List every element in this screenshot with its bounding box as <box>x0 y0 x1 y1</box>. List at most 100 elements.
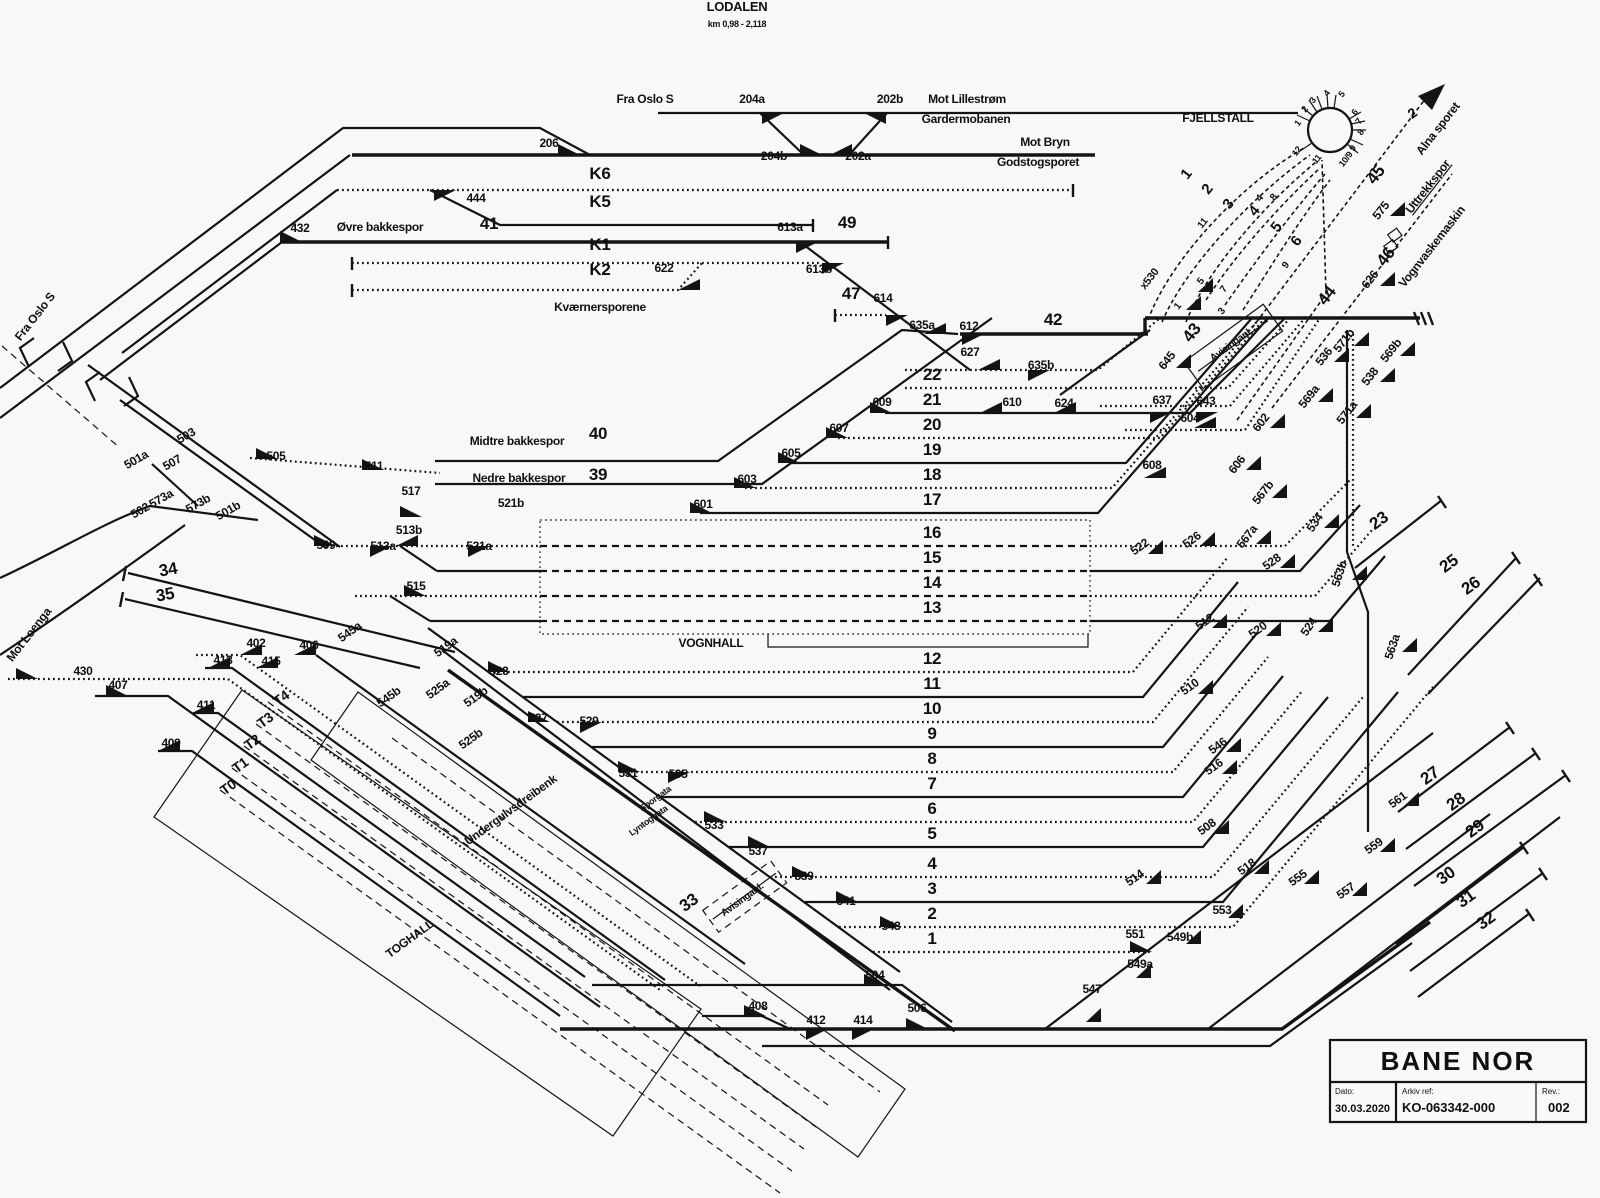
diagram-label: 408 <box>748 999 768 1013</box>
switch-wedge-icon <box>1380 368 1395 382</box>
diagram-label: 643 <box>1196 394 1216 408</box>
switch-wedge-icon <box>1324 514 1339 528</box>
diagram-label: FJELLSTALL <box>1182 111 1253 125</box>
diagram-label: 9 <box>927 724 936 743</box>
diagram-label: 603 <box>737 472 757 486</box>
diagram-label: 518 <box>1235 855 1259 878</box>
diagram-label: 18 <box>923 465 941 484</box>
switch-wedge-icon <box>404 585 426 596</box>
diagram-label: 543 <box>881 919 901 933</box>
switch-wedge-icon <box>1402 638 1417 652</box>
diagram-label: 1 <box>927 929 936 948</box>
diagram-label: 2 <box>1299 104 1310 114</box>
diagram-label: 415 <box>261 654 281 668</box>
diagram-label: 12 <box>923 649 941 668</box>
switch-wedge-icon <box>822 263 844 274</box>
switch-wedge-icon <box>256 448 278 459</box>
diagram-label: 525b <box>456 725 485 752</box>
diagram-label: 4 <box>1245 202 1264 220</box>
diagram-label: 17 <box>923 490 941 509</box>
mainline-tracks <box>0 111 1298 419</box>
diagram-label: 528 <box>1260 550 1284 573</box>
switch-wedge-icon <box>1400 342 1415 356</box>
switch-wedge-icon <box>488 661 510 672</box>
switch-wedge-icon <box>1266 622 1281 636</box>
diagram-label: 511 <box>365 459 384 473</box>
switch-wedge-icon <box>1380 272 1395 286</box>
switch-wedge-icon <box>106 685 128 696</box>
switch-wedge-icon <box>1130 941 1152 952</box>
diagram-label: 604 <box>1180 411 1200 425</box>
switch-wedge-icon <box>362 459 384 470</box>
switch-wedge-icon <box>208 657 230 668</box>
diagram-label: 432 <box>290 221 310 235</box>
switch-wedge-icon <box>978 359 1000 370</box>
switch-wedge-icon <box>734 477 756 488</box>
diagram-label: 7 <box>927 774 936 793</box>
diagram-label: 509 <box>316 538 336 552</box>
switch-wedge-icon <box>1148 540 1163 554</box>
diagram-label: 30 <box>1433 862 1459 888</box>
switch-wedge-icon <box>668 772 690 783</box>
ref-label: Arkiv ref: <box>1402 1087 1434 1096</box>
diagram-label: 602 <box>1249 410 1272 434</box>
switch-wedge-icon <box>800 144 822 155</box>
diagram-label: 10/9 <box>1337 149 1355 168</box>
switch-wedge-icon <box>192 702 214 713</box>
diagram-label: 535 <box>668 767 688 781</box>
track-end-tick <box>1505 721 1515 735</box>
switch-wedge-icon <box>468 546 490 557</box>
diagram-label: Fra Oslo S <box>616 92 673 106</box>
switch-wedge-icon <box>864 974 886 985</box>
switch-wedge-icon <box>806 1029 828 1040</box>
diagram-label: 32 <box>1473 907 1499 933</box>
switch-wedge-icon <box>1198 680 1213 694</box>
diagram-label: 624 <box>1054 396 1074 410</box>
diagram-label: 521a <box>466 539 492 553</box>
switch-wedge-icon <box>870 402 892 413</box>
diagram-label: 49 <box>838 213 856 232</box>
diagram-label: Alna sporet <box>1413 99 1463 157</box>
diagram-label: 607 <box>829 421 849 435</box>
switch-wedge-icon <box>580 722 602 733</box>
switch-wedge-icon <box>434 190 456 201</box>
diagram-label: 610 <box>1002 395 1022 409</box>
switch-wedge-icon <box>1136 964 1151 978</box>
date-label: Dato: <box>1335 1087 1354 1096</box>
switch-wedge-icon <box>158 740 180 751</box>
wash-machine-icon <box>1382 227 1403 255</box>
switch-wedge-icon <box>886 315 908 326</box>
switch-wedge-icon <box>256 657 278 668</box>
switch-wedge-icon <box>1214 820 1229 834</box>
diagram-label: 549a <box>1127 957 1153 971</box>
switch-wedge-icon <box>396 535 418 546</box>
diagram-label: 531 <box>618 766 638 780</box>
diagram-label: 527 <box>528 711 548 725</box>
diagram-label: 537 <box>748 844 768 858</box>
diagram-label: Kværnersporene <box>554 300 646 314</box>
diagram-label: 23 <box>1366 507 1392 533</box>
diagram-label: 569b <box>1377 336 1404 365</box>
switch-wedge-icon <box>1380 838 1395 852</box>
diagram-label: 521b <box>498 496 524 510</box>
diagram-label: 10 <box>923 699 941 718</box>
diagram-label: 5 <box>1336 89 1347 99</box>
diagram-label: Uttrekkspor <box>1403 156 1454 216</box>
track-end-tick <box>1519 841 1529 855</box>
diagram-label: 402 <box>246 636 266 650</box>
switch-wedge-icon <box>528 711 550 722</box>
diagram-label: 2 <box>1404 104 1420 122</box>
switch-wedge-icon <box>1054 402 1076 413</box>
diagram-label: K6 <box>589 164 610 183</box>
title-block: BANE NOR Dato: 30.03.2020 Arkiv ref: KO-… <box>1328 1038 1588 1124</box>
switch-wedge-icon <box>1198 278 1213 292</box>
track-end-tick <box>1538 867 1548 881</box>
switch-wedges <box>16 113 1419 1040</box>
switch-wedge-icon <box>1272 484 1287 498</box>
diagram-label: km 0,98 - 2,118 <box>708 19 767 29</box>
diagram-label: K2 <box>589 260 610 279</box>
diagram-label: 504 <box>865 968 885 982</box>
diagram-label: 637 <box>1152 393 1172 407</box>
switch-wedge-icon <box>400 506 422 517</box>
